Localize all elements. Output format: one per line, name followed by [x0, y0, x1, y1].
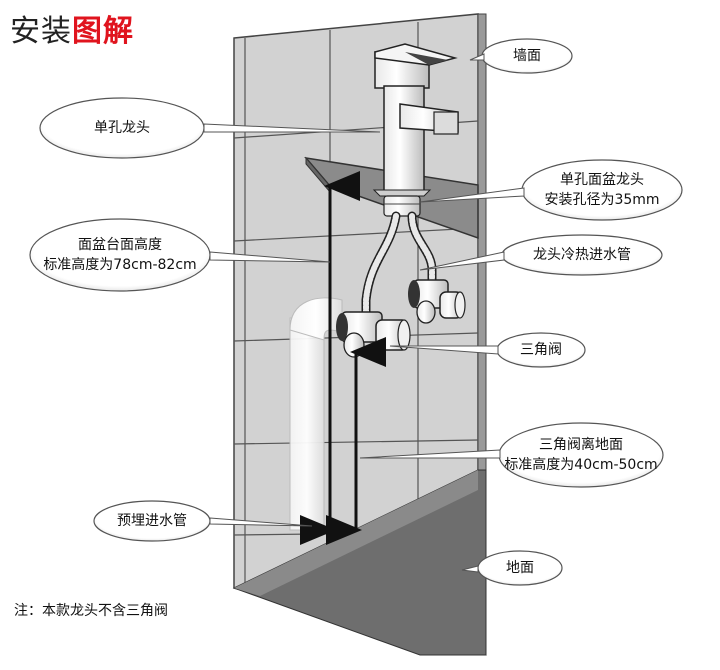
- callout-floor: 地面: [478, 551, 562, 585]
- callout-angle-valve: 三角阀: [497, 333, 585, 367]
- mounting-nut: [383, 195, 421, 217]
- callout-embedded-pipe-text: 预埋进水管: [117, 513, 187, 529]
- callout-counter-height-line2: 标准高度为78cm-82cm: [43, 257, 197, 273]
- title-part-1: 安装: [10, 14, 72, 49]
- callout-bubbles: [29, 38, 683, 586]
- callout-valve-height-line2: 标准高度为40cm-50cm: [504, 457, 658, 473]
- water-hoses: [361, 211, 437, 325]
- callout-counter-height: 面盆台面高度 标准高度为78cm-82cm: [30, 219, 210, 291]
- callout-hoses-text: 龙头冷热进水管: [533, 247, 631, 263]
- callout-valve-height-line1: 三角阀离地面: [539, 437, 623, 453]
- footnote: 注：本款龙头不含三角阀: [14, 603, 168, 619]
- callout-basin-hole: 单孔面盆龙头 安装孔径为35mm: [522, 160, 682, 220]
- title-part-2: 图解: [72, 14, 134, 49]
- callout-embedded-pipe: 预埋进水管: [94, 501, 210, 541]
- callout-basin-hole-line2: 安装孔径为35mm: [544, 192, 660, 208]
- callout-hoses: 龙头冷热进水管: [502, 235, 662, 275]
- callout-basin-hole-line1: 单孔面盆龙头: [560, 172, 644, 188]
- callout-wall-text: 墙面: [513, 48, 541, 64]
- callout-faucet: 单孔龙头: [40, 98, 204, 158]
- callout-angle-valve-text: 三角阀: [520, 342, 562, 358]
- callout-leaders: [203, 53, 525, 573]
- angle-valve-right: [408, 279, 466, 324]
- callout-counter-height-line1: 面盆台面高度: [78, 237, 162, 253]
- page-title: 安装图解: [10, 6, 134, 50]
- callout-valve-height: 三角阀离地面 标准高度为40cm-50cm: [499, 423, 663, 487]
- callout-wall: 墙面: [482, 39, 572, 73]
- callout-faucet-text: 单孔龙头: [94, 120, 150, 136]
- callout-floor-text: 地面: [506, 560, 534, 576]
- faucet: [372, 43, 459, 197]
